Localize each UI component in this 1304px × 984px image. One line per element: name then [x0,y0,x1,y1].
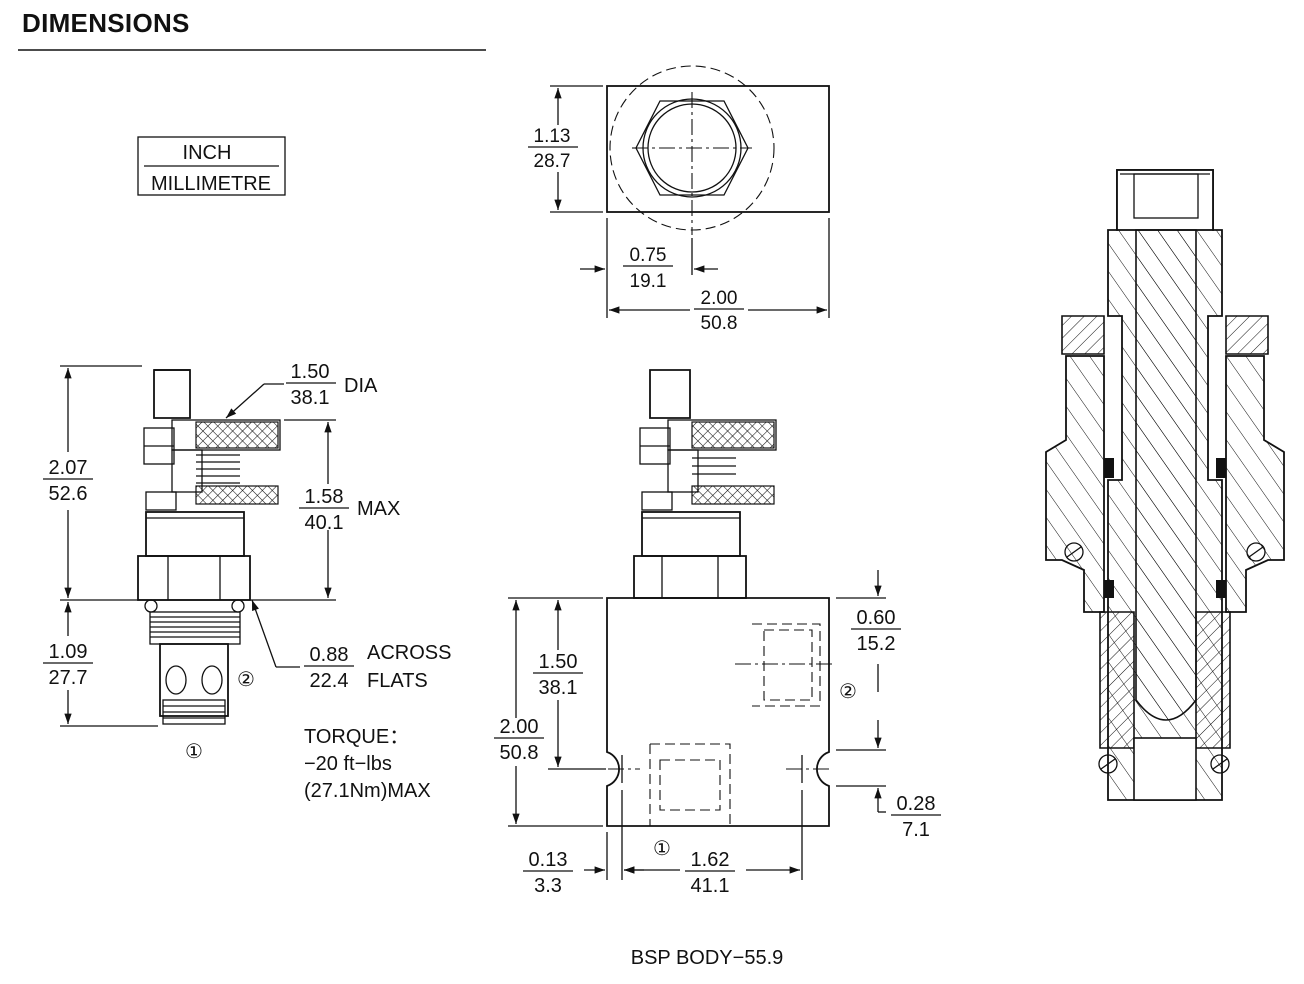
body-port-1: ① [653,838,671,860]
port-offset-mm: 19.1 [630,271,667,292]
insert-length-in: 1.09 [49,641,88,663]
top-view [550,65,830,318]
body-upper-mm: 38.1 [539,677,578,699]
mount-spacing-in: 1.62 [691,849,730,871]
hex-suffix-flats: FLATS [367,670,428,692]
mount-offset-in: 0.28 [897,793,936,815]
overall-height-in: 2.07 [49,457,88,479]
top-width-mm: 50.8 [701,313,738,334]
mount-spacing-mm: 41.1 [691,875,730,897]
mount-offset-mm: 7.1 [902,819,930,841]
top-height-mm: 28.7 [534,151,571,172]
edge-offset-mm: 3.3 [534,875,562,897]
port-height-mm: 15.2 [857,633,896,655]
coil-max-in: 1.58 [305,486,344,508]
top-width-in: 2.00 [701,288,738,309]
overall-height-mm: 52.6 [49,483,88,505]
unit-legend: INCH MILLIMETRE [137,136,286,196]
top-height-in: 1.13 [534,126,571,147]
body-view [508,369,886,880]
body-port-2: ② [839,681,857,703]
coil-dia-mm: 38.1 [291,387,330,409]
edge-offset-in: 0.13 [529,849,568,871]
hex-suffix-across: ACROSS [367,642,451,664]
torque-label: TORQUE： [304,726,409,748]
coil-dia-in: 1.50 [291,361,330,383]
port-height-in: 0.60 [857,607,896,629]
port-offset-in: 0.75 [630,245,667,266]
cartridge-port-1: ① [185,741,203,763]
body-caption: BSP BODY−55.9 [631,947,784,969]
coil-max-mm: 40.1 [305,512,344,534]
body-upper-in: 1.50 [539,651,578,673]
insert-length-mm: 27.7 [49,667,88,689]
torque-metric: (27.1Nm)MAX [304,780,431,802]
body-total-in: 2.00 [500,716,539,738]
body-total-mm: 50.8 [500,742,539,764]
torque-value: −20 ft−lbs [304,753,392,775]
legend-inch: INCH [183,142,232,164]
coil-dia-suffix: DIA [344,375,378,397]
hex-mm: 22.4 [310,670,349,692]
cartridge-port-2: ② [237,669,255,691]
legend-millimetre: MILLIMETRE [151,173,271,195]
page-title: DIMENSIONS [22,8,190,38]
hex-in: 0.88 [310,644,349,666]
coil-max-suffix: MAX [357,498,400,520]
cartridge-view [60,365,336,727]
cross-section-view [1045,169,1285,801]
